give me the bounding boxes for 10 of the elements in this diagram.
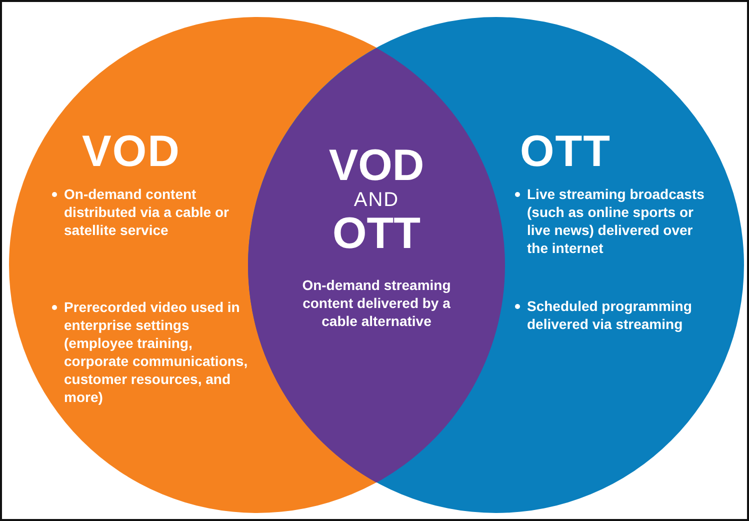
circle-heading: OTT [520,130,611,174]
bullet-text: On-demand content distributed via a cable or satellite service [52,185,259,239]
overlap-heading: AND [354,190,400,210]
overlap-heading: VOD [328,144,424,188]
circle-heading: VOD [82,130,180,174]
overlap-heading: OTT [332,212,420,256]
bullet-text: Prerecorded video used in enterprise settings (employee training, corporate communications, customer resources, and more) [52,298,254,406]
bullet-text: Scheduled programming delivered via streaming [515,297,702,333]
overlap-text: On-demand streaming content delivered by a cable alternative [301,276,452,330]
bullet-text: Live streaming broadcasts (such as online sports or live news) delivered over the internet [515,185,707,257]
